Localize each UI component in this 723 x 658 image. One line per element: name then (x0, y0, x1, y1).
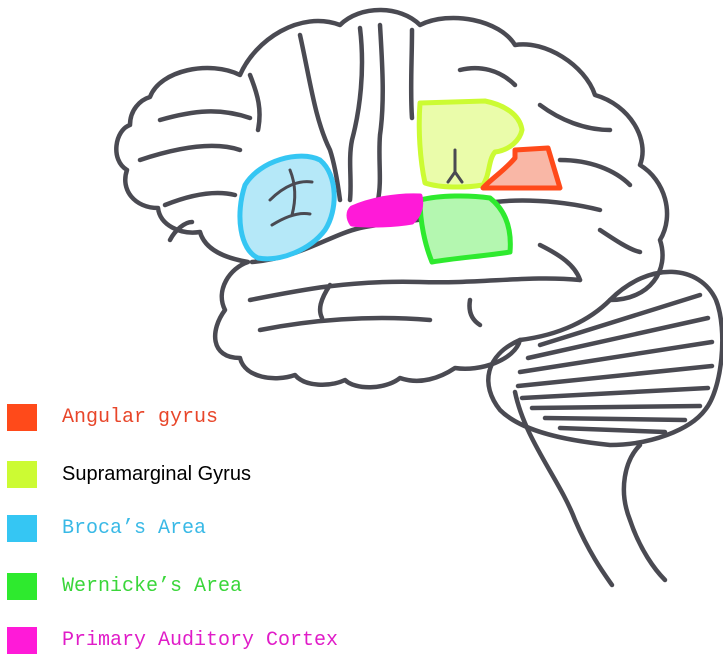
legend-swatch-supramarginal-gyrus (7, 461, 37, 488)
legend-label-brocas-area: Broca’s Area (62, 517, 206, 540)
legend-item-supramarginal-gyrus: Supramarginal Gyrus (0, 461, 723, 491)
legend-label-primary-auditory-cortex: Primary Auditory Cortex (62, 629, 338, 652)
legend-swatch-brocas-area (7, 515, 37, 542)
legend-item-brocas-area: Broca’s Area (0, 515, 723, 545)
primary-auditory-cortex-region (349, 196, 421, 225)
legend-swatch-angular-gyrus (7, 404, 37, 431)
legend-label-angular-gyrus: Angular gyrus (62, 406, 218, 429)
legend-item-wernickes-area: Wernicke’s Area (0, 573, 723, 603)
central-sulcus (350, 25, 383, 200)
legend-swatch-primary-auditory-cortex (7, 627, 37, 654)
legend-swatch-wernickes-area (7, 573, 37, 600)
legend-item-angular-gyrus: Angular gyrus (0, 404, 723, 434)
wernickes-area-region (420, 196, 510, 262)
legend-item-primary-auditory-cortex: Primary Auditory Cortex (0, 627, 723, 657)
temporal-folds (250, 278, 580, 330)
legend-label-supramarginal-gyrus: Supramarginal Gyrus (62, 463, 251, 486)
legend-label-wernickes-area: Wernicke’s Area (62, 575, 242, 598)
